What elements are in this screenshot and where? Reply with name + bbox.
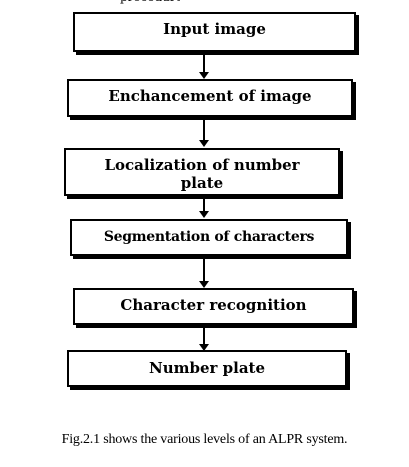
arrow-down-icon	[199, 344, 209, 351]
step-segmentation: Segmentation of characters	[70, 219, 348, 256]
connector-line	[203, 199, 205, 213]
arrow-down-icon	[199, 211, 209, 218]
connector-line	[203, 259, 205, 283]
step-localization: Localization of number plate	[64, 148, 340, 196]
step-label-line2: plate	[180, 174, 224, 192]
arrow-down-icon	[199, 72, 209, 79]
step-label: Character recognition	[120, 296, 307, 314]
top-text-fragment: procedure	[120, 0, 180, 4]
step-number-plate: Number plate	[67, 350, 347, 387]
step-enhancement: Enchancement of image	[67, 79, 353, 117]
step-input-image: Input image	[73, 12, 356, 52]
step-label: Number plate	[148, 359, 266, 377]
figure-caption: Fig.2.1 shows the various levels of an A…	[61, 432, 348, 447]
step-label: Input image	[163, 20, 266, 38]
step-label: Segmentation of characters	[103, 229, 315, 245]
arrow-down-icon	[199, 281, 209, 288]
connector-line	[203, 55, 205, 75]
connector-line	[203, 328, 205, 346]
connector-line	[203, 120, 205, 142]
step-label: Enchancement of image	[108, 87, 312, 105]
step-label-line1: Localization of number	[104, 156, 300, 174]
arrow-down-icon	[199, 140, 209, 147]
step-character-recognition: Character recognition	[73, 288, 354, 325]
